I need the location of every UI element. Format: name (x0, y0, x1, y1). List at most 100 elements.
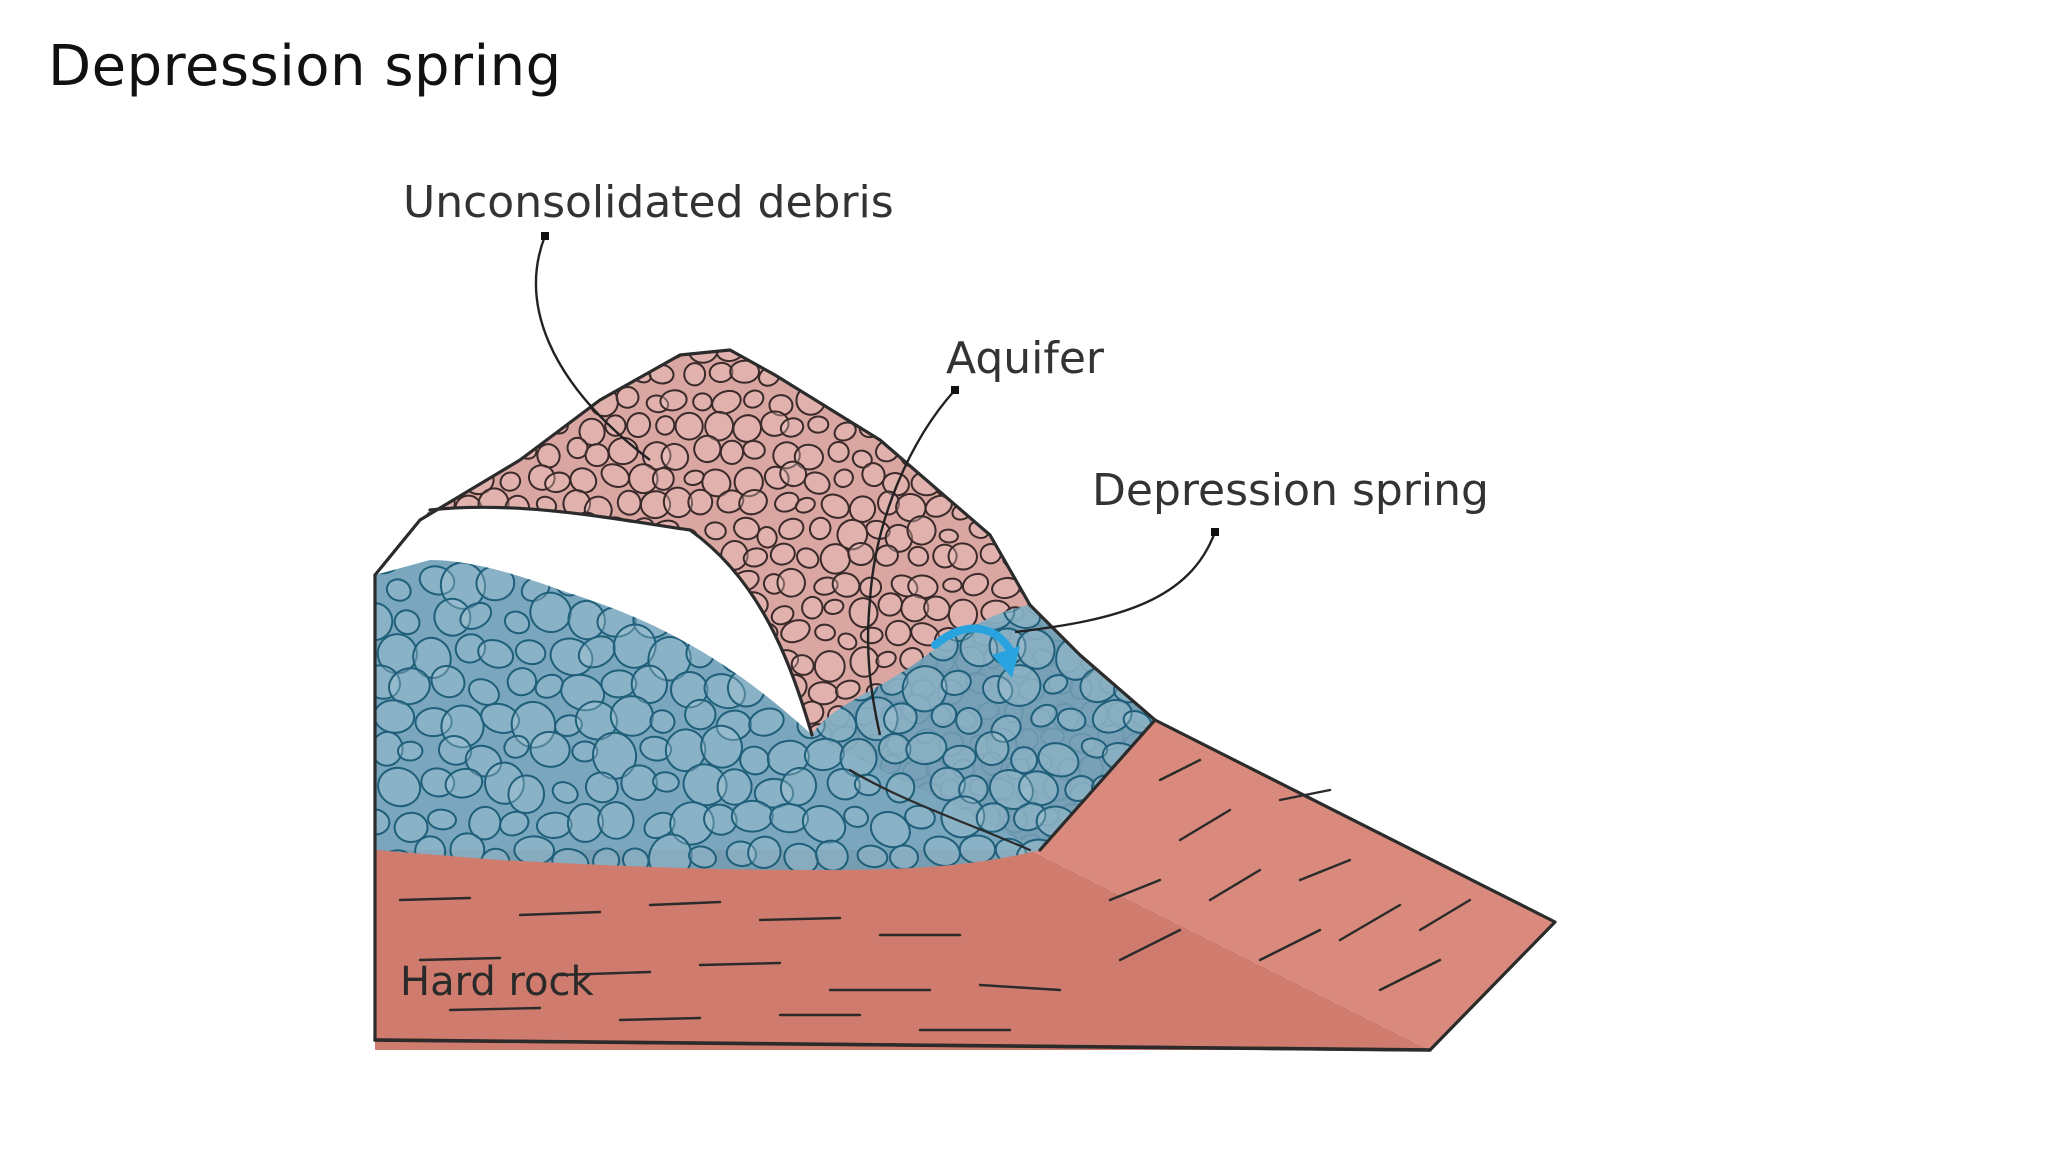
pebble (905, 731, 948, 766)
pebble (485, 389, 512, 413)
pebble (612, 623, 657, 669)
pebble (923, 835, 961, 867)
pebble (406, 448, 429, 470)
pebble (1119, 573, 1151, 596)
pebble (1002, 496, 1025, 520)
pebble (404, 394, 429, 420)
pebble (869, 810, 911, 849)
pebble (651, 560, 696, 603)
pebble (766, 739, 810, 776)
rock-streak (618, 1016, 702, 1022)
pebble (687, 488, 714, 516)
pebble (700, 724, 743, 769)
spring-leader-line (1014, 531, 1217, 634)
pebble (433, 597, 472, 637)
pebble (448, 367, 474, 392)
pebble (801, 595, 824, 620)
pebble (499, 471, 522, 492)
pebble (482, 543, 506, 568)
pebble (653, 573, 681, 602)
pebble (468, 678, 500, 706)
pebble (890, 420, 912, 443)
pebble (807, 681, 839, 706)
pebble (831, 572, 861, 598)
pebble (742, 439, 766, 460)
pebble (688, 845, 717, 869)
pebble (663, 544, 692, 571)
pebble (859, 626, 884, 645)
pebble (611, 350, 642, 362)
pebble (861, 462, 886, 488)
pebble (375, 602, 394, 642)
pebble (461, 350, 485, 357)
pebble (835, 679, 861, 700)
pebble (919, 442, 952, 476)
label-depression-spring: Depression spring (1092, 465, 1489, 516)
pebble (975, 802, 1010, 833)
pebble (807, 415, 830, 434)
pebble (506, 667, 538, 697)
pebble (574, 700, 619, 741)
pebble (566, 544, 590, 564)
pebble (739, 745, 771, 776)
pebble (783, 842, 819, 870)
pebble (929, 766, 966, 802)
pebble (499, 810, 530, 837)
pebble (940, 669, 972, 696)
pebble (1030, 703, 1058, 728)
pebble (794, 496, 816, 514)
pebble (803, 471, 831, 495)
pebble (465, 414, 493, 440)
pebble (747, 835, 782, 869)
pebble (375, 664, 402, 700)
pebble (527, 464, 556, 491)
pebble (819, 543, 851, 575)
pebble (401, 350, 428, 367)
pebble (823, 598, 845, 615)
pebble (688, 601, 713, 621)
pebble (940, 414, 964, 433)
pebble (611, 552, 637, 575)
aquifer-leader-line (866, 389, 956, 736)
pebble (847, 541, 875, 566)
pebble (1015, 470, 1044, 499)
pebble (1114, 444, 1138, 463)
pebble (949, 449, 971, 466)
pebble (393, 411, 415, 433)
pebble (803, 737, 845, 772)
pebble (820, 493, 850, 519)
pebble (674, 411, 704, 441)
pebble (790, 654, 815, 676)
flow-arrow-head-icon (992, 646, 1020, 678)
pebble (532, 560, 563, 568)
pebble (464, 744, 503, 778)
pebble (906, 515, 937, 546)
pebble (600, 669, 638, 699)
pebble (1056, 567, 1100, 606)
top-surface-outline (373, 348, 1157, 722)
pebble (776, 567, 806, 598)
pebble (837, 632, 858, 651)
pebble (1059, 494, 1088, 517)
pebble (566, 436, 589, 460)
pebble (580, 570, 613, 597)
pebble (1134, 656, 1155, 677)
pebble (480, 702, 521, 734)
pebble (414, 463, 442, 491)
pebble (1062, 407, 1095, 441)
rock-streak (758, 916, 842, 922)
pebble (380, 445, 406, 466)
base-line (373, 1038, 1432, 1052)
pebble (1037, 742, 1080, 778)
pebble (692, 392, 713, 412)
pebble (769, 542, 796, 566)
pebble (640, 542, 665, 565)
block-outline (373, 573, 1557, 1052)
pebble (564, 350, 588, 358)
rock-streak (1208, 868, 1262, 902)
pebble (778, 517, 805, 540)
pebble (976, 389, 1006, 419)
pebble (711, 389, 742, 415)
pebble (1025, 560, 1069, 595)
pebble (997, 664, 1042, 707)
